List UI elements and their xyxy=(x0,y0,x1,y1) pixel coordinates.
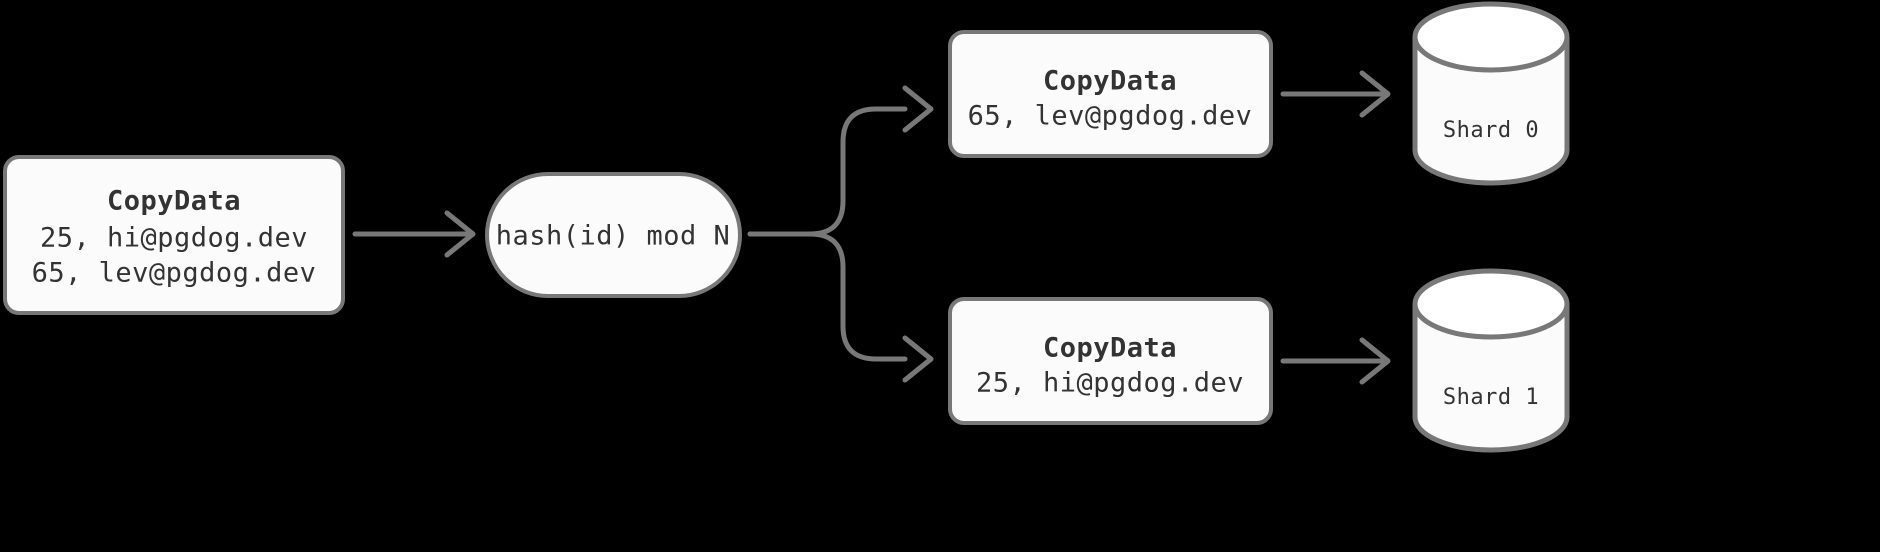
node-shard1-payload[interactable]: CopyData 25, hi@pgdog.dev xyxy=(948,297,1273,425)
node-shard1-database[interactable]: Shard 1 xyxy=(1412,268,1570,453)
node-shard0-payload[interactable]: CopyData 65, lev@pgdog.dev xyxy=(948,30,1273,158)
source-row-0: 25, hi@pgdog.dev xyxy=(40,223,308,254)
node-source-copydata[interactable]: CopyData 25, hi@pgdog.dev 65, lev@pgdog.… xyxy=(3,155,345,315)
edge-shard1-payload-to-shard1-db xyxy=(1280,337,1391,385)
shard1-payload-row-0: 25, hi@pgdog.dev xyxy=(976,368,1244,399)
shard1-label: Shard 1 xyxy=(1443,385,1539,410)
edge-router-to-shard1-payload xyxy=(747,231,934,383)
shard1-payload-title: CopyData xyxy=(1043,333,1177,364)
edge-source-to-router xyxy=(352,210,476,258)
node-router-hash[interactable]: hash(id) mod N xyxy=(485,172,742,298)
database-icon xyxy=(1412,268,1570,340)
shard0-payload-row-0: 65, lev@pgdog.dev xyxy=(968,101,1253,132)
source-row-1: 65, lev@pgdog.dev xyxy=(32,258,317,289)
source-title: CopyData xyxy=(107,186,241,217)
shard0-payload-title: CopyData xyxy=(1043,66,1177,97)
shard0-label: Shard 0 xyxy=(1443,118,1539,143)
edge-router-to-shard0-payload xyxy=(747,85,934,237)
node-shard0-database[interactable]: Shard 0 xyxy=(1412,1,1570,186)
edge-shard0-payload-to-shard0-db xyxy=(1280,70,1391,118)
database-icon xyxy=(1412,1,1570,73)
router-label: hash(id) mod N xyxy=(496,221,731,252)
